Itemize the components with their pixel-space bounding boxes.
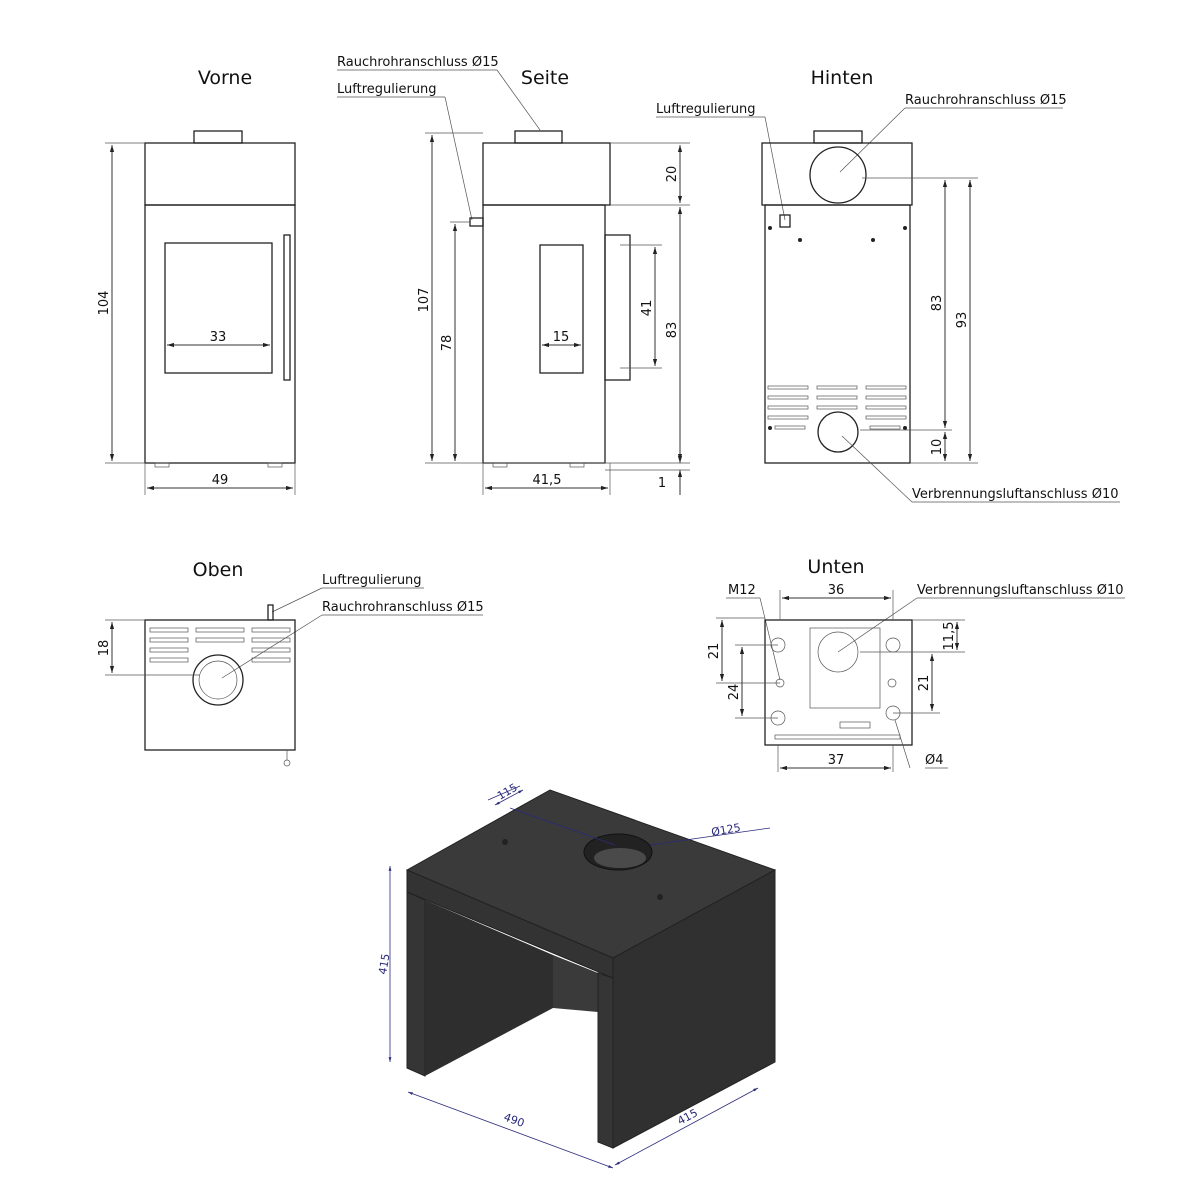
combustion-air-inlet [817,411,859,453]
dim-back-93: 93 [955,312,970,329]
stove-body [144,204,296,464]
dim-width: 49 [212,473,229,488]
bottom-plate [764,619,913,746]
dim-ped-width: 490 [502,1111,526,1130]
flue-pipe [193,130,243,144]
dim-back-83: 83 [930,295,945,312]
top-view-title: Oben [193,559,244,581]
dim-37: 37 [828,753,845,768]
dim-height: 104 [97,291,112,316]
dim-offset: 115 [495,781,520,803]
label-flue: Rauchrohranschluss Ø15 [337,55,499,70]
label-m12: M12 [728,583,756,598]
side-view: Seite Rauchrohranschluss Ø15 Luftregulie… [337,55,690,495]
door-handle [283,234,291,381]
dim-door: 78 [440,335,455,352]
front-view: Vorne 104 49 33 [97,67,296,495]
flue-outlet [809,146,867,204]
dim-foot: 1 [658,476,666,491]
vents [767,385,907,430]
dim-width-side: 41,5 [533,473,562,488]
back-view-title: Hinten [811,67,874,89]
dim-back-10: 10 [930,439,945,456]
side-view-title: Seite [521,67,569,89]
top-view: Oben Luftregulierung Rauchrohranschluss … [97,559,484,767]
dim-depth-top: 18 [97,640,112,657]
dim-hole: Ø125 [710,821,741,839]
dim-body: 83 [665,322,680,339]
back-view: Hinten Rauchrohranschluss Ø15 Luftreguli… [656,67,1120,503]
dim-handle: 41 [640,300,655,317]
dim-window-side: 15 [553,330,570,345]
label-air: Luftregulierung [337,82,437,97]
dim-top: 20 [665,166,680,183]
dim-ped-height: 415 [376,953,392,976]
label-air-back: Luftregulierung [656,102,756,117]
top-box [144,142,296,206]
label-flue-top: Rauchrohranschluss Ø15 [322,600,484,615]
pedestal-isometric: 115 Ø125 415 490 415 [376,781,777,1169]
side-handle [604,234,631,381]
dim-total: 107 [417,288,432,313]
label-combustion-back: Verbrennungsluftanschluss Ø10 [912,487,1118,502]
dim-window: 33 [210,330,227,345]
window [164,242,273,374]
dim-21-right: 21 [917,675,932,692]
dim-24: 24 [727,684,742,701]
dim-21-left: 21 [707,643,722,660]
label-combustion-bottom: Verbrennungsluftanschluss Ø10 [917,583,1123,598]
label-flue-back: Rauchrohranschluss Ø15 [905,93,1067,108]
front-view-title: Vorne [198,67,252,89]
bottom-view: Unten M12 Verbrennungsluftanschluss Ø10 … [707,556,1125,772]
dim-36: 36 [828,583,845,598]
label-d4: Ø4 [925,753,944,768]
label-air-top: Luftregulierung [322,573,422,588]
dim-11-5: 11,5 [942,622,957,651]
bottom-view-title: Unten [807,556,864,578]
